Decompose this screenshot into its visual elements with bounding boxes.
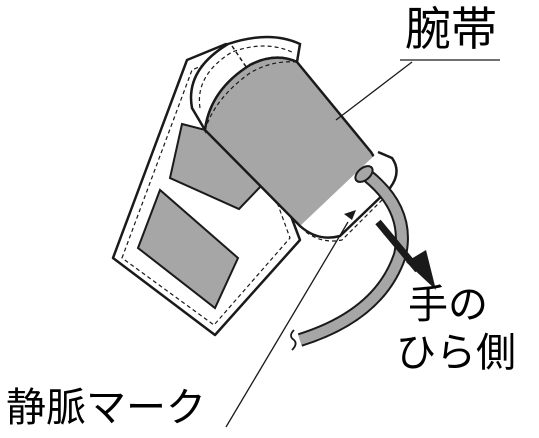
palm-side-label-line2: ひら側 [396,330,516,376]
device-window-lower [136,188,240,310]
air-tube [290,165,409,351]
vein-mark-leader [225,221,349,428]
palm-direction-arrow [375,219,436,290]
air-tube-break-mark [290,329,297,351]
air-tube-fill [298,172,407,345]
cuff-flap-stitch [198,45,293,109]
arrow-head [406,250,436,290]
cuff-band-top-rim [204,61,298,131]
air-tube-connector [354,165,374,183]
palm-side-label-line1: 手の [408,282,488,328]
vein-mark-leader-line [225,221,349,428]
cuff-label: 腕帯 [405,2,497,56]
vein-mark-label: 静脈マーク [6,385,206,431]
vein-mark-symbol [344,210,356,220]
cuff-leader [335,59,500,121]
cuff-leader-line [335,61,413,121]
cuff-ring-stitch [305,195,387,242]
